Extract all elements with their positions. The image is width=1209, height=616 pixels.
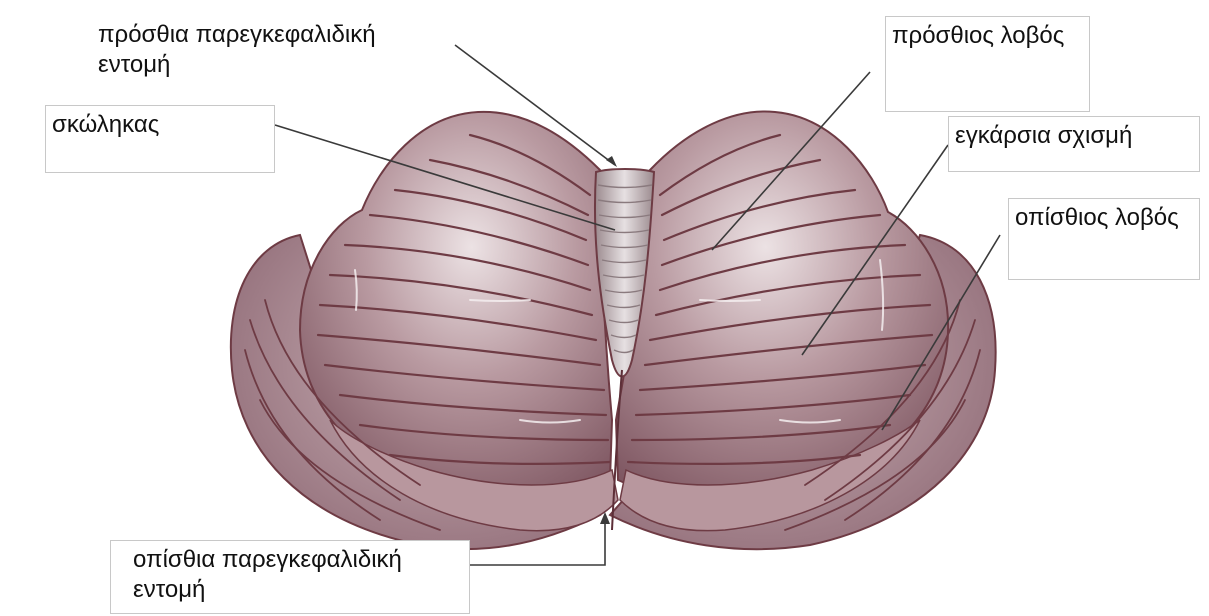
label-transverse-fissure: εγκάρσια σχισμή (948, 116, 1200, 172)
label-posterior-notch: οπίσθια παρεγκεφαλιδική εντομή (110, 540, 470, 614)
label-posterior-lobe: οπίσθιος λοβός (1008, 198, 1200, 280)
label-anterior-lobe: πρόσθιος λοβός (885, 16, 1090, 112)
label-vermis: σκώληκας (45, 105, 275, 173)
label-anterior-notch: πρόσθια παρεγκεφαλιδική εντομή (98, 20, 458, 80)
anterior-notch-arrowhead (606, 156, 617, 167)
